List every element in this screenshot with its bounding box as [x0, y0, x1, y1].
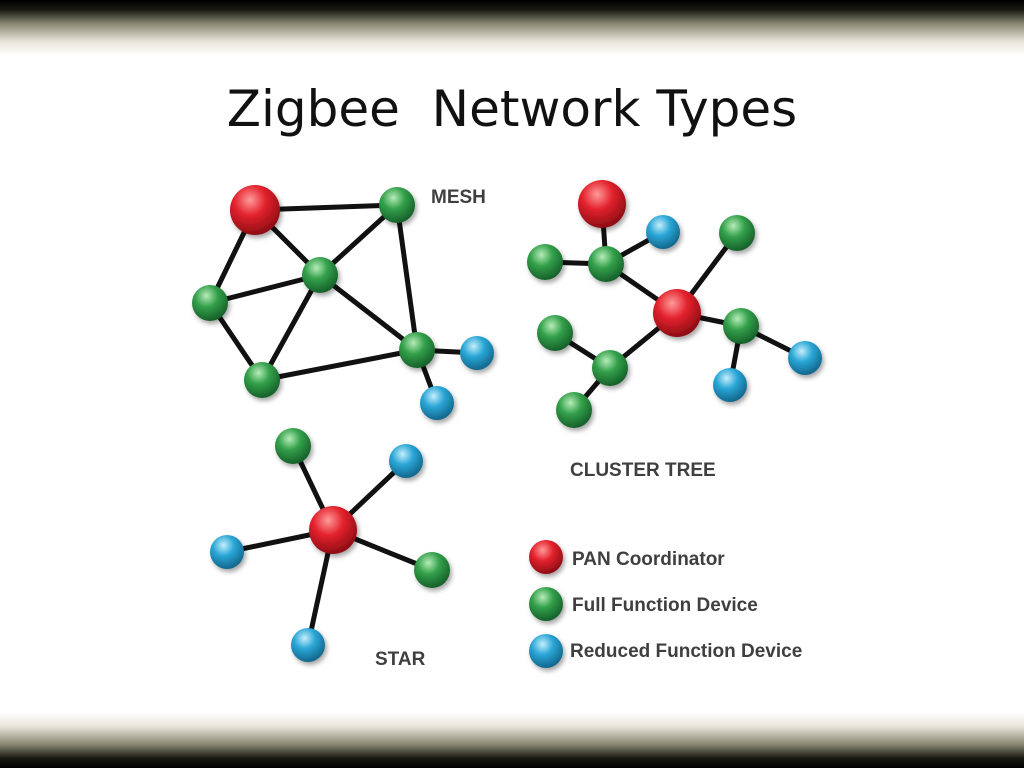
full-function-node	[719, 215, 755, 251]
mesh-edge	[317, 272, 420, 353]
full-function-node	[556, 392, 592, 428]
legend-pan-swatch	[529, 540, 563, 574]
full-function-node	[244, 362, 280, 398]
star-nodes	[210, 428, 450, 662]
full-function-node	[588, 246, 624, 282]
reduced-function-node	[210, 535, 244, 569]
reduced-function-node	[291, 628, 325, 662]
mesh-nodes	[192, 185, 494, 420]
legend-ffd-swatch	[529, 587, 563, 621]
star-label: STAR	[375, 649, 426, 670]
top-border-band	[0, 0, 1024, 56]
full-function-node	[192, 285, 228, 321]
reduced-function-node	[646, 215, 680, 249]
cluster-tree-nodes	[527, 180, 822, 428]
full-function-node	[379, 187, 415, 223]
mesh-edge	[394, 202, 420, 353]
legend-pan-label: PAN Coordinator	[572, 549, 725, 570]
legend-rfd-label: Reduced Function Device	[570, 641, 802, 662]
legend-rfd-swatch	[529, 634, 563, 668]
legend: PAN Coordinator Full Function Device Red…	[529, 540, 802, 668]
legend-ffd-label: Full Function Device	[572, 595, 758, 616]
full-function-node	[302, 257, 338, 293]
bottom-border-band	[0, 712, 1024, 768]
reduced-function-node	[389, 444, 423, 478]
cluster-tree-label: CLUSTER TREE	[570, 460, 716, 481]
mesh-edge	[259, 347, 420, 383]
mesh-edge	[259, 272, 323, 383]
full-function-node	[414, 552, 450, 588]
full-function-node	[399, 332, 435, 368]
slide-title: Zigbee Network Types	[226, 80, 798, 138]
mesh-edge	[207, 272, 323, 306]
reduced-function-node	[420, 386, 454, 420]
full-function-node	[723, 308, 759, 344]
pan-coordinator-node	[578, 180, 626, 228]
pan-coordinator-node	[230, 185, 280, 235]
mesh-label: MESH	[431, 187, 486, 208]
pan-coordinator-node	[309, 506, 357, 554]
pan-coordinator-node	[653, 289, 701, 337]
reduced-function-node	[460, 336, 494, 370]
full-function-node	[537, 315, 573, 351]
reduced-function-node	[788, 341, 822, 375]
reduced-function-node	[713, 368, 747, 402]
full-function-node	[527, 244, 563, 280]
full-function-node	[592, 350, 628, 386]
full-function-node	[275, 428, 311, 464]
